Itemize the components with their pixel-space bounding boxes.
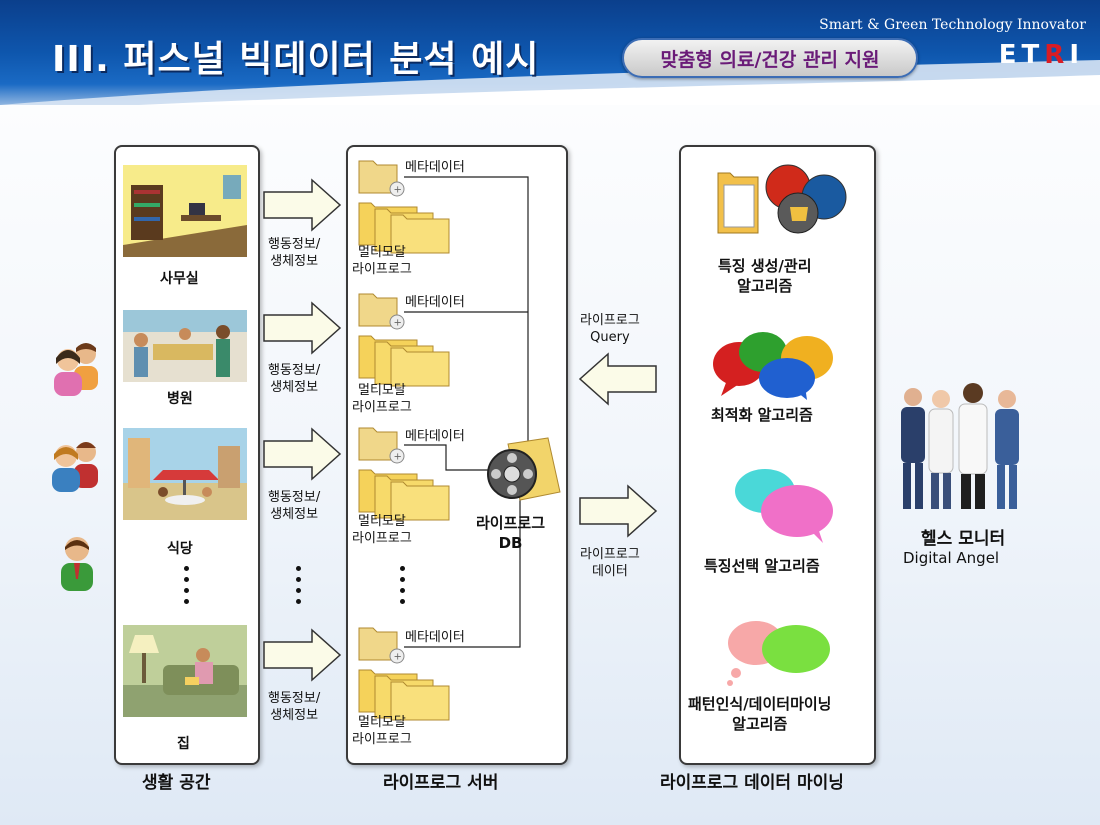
place-label-hospital: 병원	[167, 391, 193, 407]
company-tagline: Smart & Green Technology Innovator	[819, 17, 1086, 33]
lifelog-server-label: 라이프로그 서버	[383, 773, 499, 793]
place-label-office: 사무실	[160, 271, 199, 287]
person-pair-icon	[54, 343, 98, 396]
svg-text:+: +	[394, 452, 402, 463]
flow-arrow-4	[263, 628, 342, 682]
etri-logo: ETRI	[999, 40, 1084, 70]
header-banner: III. 퍼스널 빅데이터 분석 예시 맞춤형 의료/건강 관리 지원 Smar…	[0, 0, 1100, 105]
hospital-scene-image	[123, 310, 247, 402]
living-space-label: 생활 공간	[142, 773, 211, 793]
logo-part-r: R	[1044, 40, 1070, 70]
svg-text:+: +	[394, 185, 402, 196]
person-group-icon	[52, 442, 98, 492]
info-label-4: 행동정보/생체정보	[268, 691, 321, 723]
feature-management-icon	[717, 164, 847, 234]
query-arrow-left	[578, 352, 657, 406]
person-man-icon	[61, 537, 93, 591]
algo-optimization: 최적화 알고리즘	[711, 406, 813, 424]
metadata-label-1: 메타데이터	[405, 160, 465, 175]
home-scene-image	[123, 625, 247, 717]
health-monitor-subtitle: Digital Angel	[903, 549, 1000, 567]
office-scene-image	[123, 165, 247, 257]
page-title: III. 퍼스널 빅데이터 분석 예시	[52, 39, 540, 80]
data-arrow-right	[579, 484, 658, 538]
feature-selection-icon	[735, 469, 833, 543]
metadata-label-2: 메타데이터	[405, 295, 465, 310]
more-logs-ellipsis	[400, 566, 406, 610]
more-places-ellipsis	[184, 566, 190, 610]
place-label-home: 집	[177, 736, 190, 752]
svg-text:+: +	[394, 318, 402, 329]
lifelog-db-icon	[487, 437, 561, 501]
more-info-ellipsis	[296, 566, 302, 610]
metadata-label-4: 메타데이터	[405, 630, 465, 645]
place-label-restaurant: 식당	[167, 541, 193, 557]
flow-arrow-1	[263, 178, 342, 232]
flow-arrow-2	[263, 301, 342, 355]
pattern-recognition-icon	[727, 621, 830, 686]
info-label-3: 행동정보/생체정보	[268, 490, 321, 522]
logo-part-et: ET	[998, 40, 1045, 70]
svg-text:+: +	[394, 652, 402, 663]
flow-arrow-3	[263, 427, 342, 481]
data-mining-label: 라이프로그 데이터 마이닝	[660, 773, 844, 793]
algo-feature-selection: 특징선택 알고리즘	[704, 557, 820, 575]
server-folder-group-4: +	[358, 627, 450, 721]
optimization-icon	[713, 332, 833, 400]
info-label-2: 행동정보/생체정보	[268, 363, 321, 395]
health-monitor-title: 헬스 모니터	[921, 529, 1006, 549]
health-monitor-doctors-image	[901, 383, 1019, 509]
metadata-label-3: 메타데이터	[405, 429, 465, 444]
logo-part-i: I	[1069, 40, 1084, 70]
info-label-1: 행동정보/생체정보	[268, 237, 321, 269]
restaurant-scene-image	[123, 428, 247, 520]
page-subtitle: 맞춤형 의료/건강 관리 지원	[660, 48, 880, 71]
subtitle-pill: 맞춤형 의료/건강 관리 지원	[622, 38, 918, 78]
